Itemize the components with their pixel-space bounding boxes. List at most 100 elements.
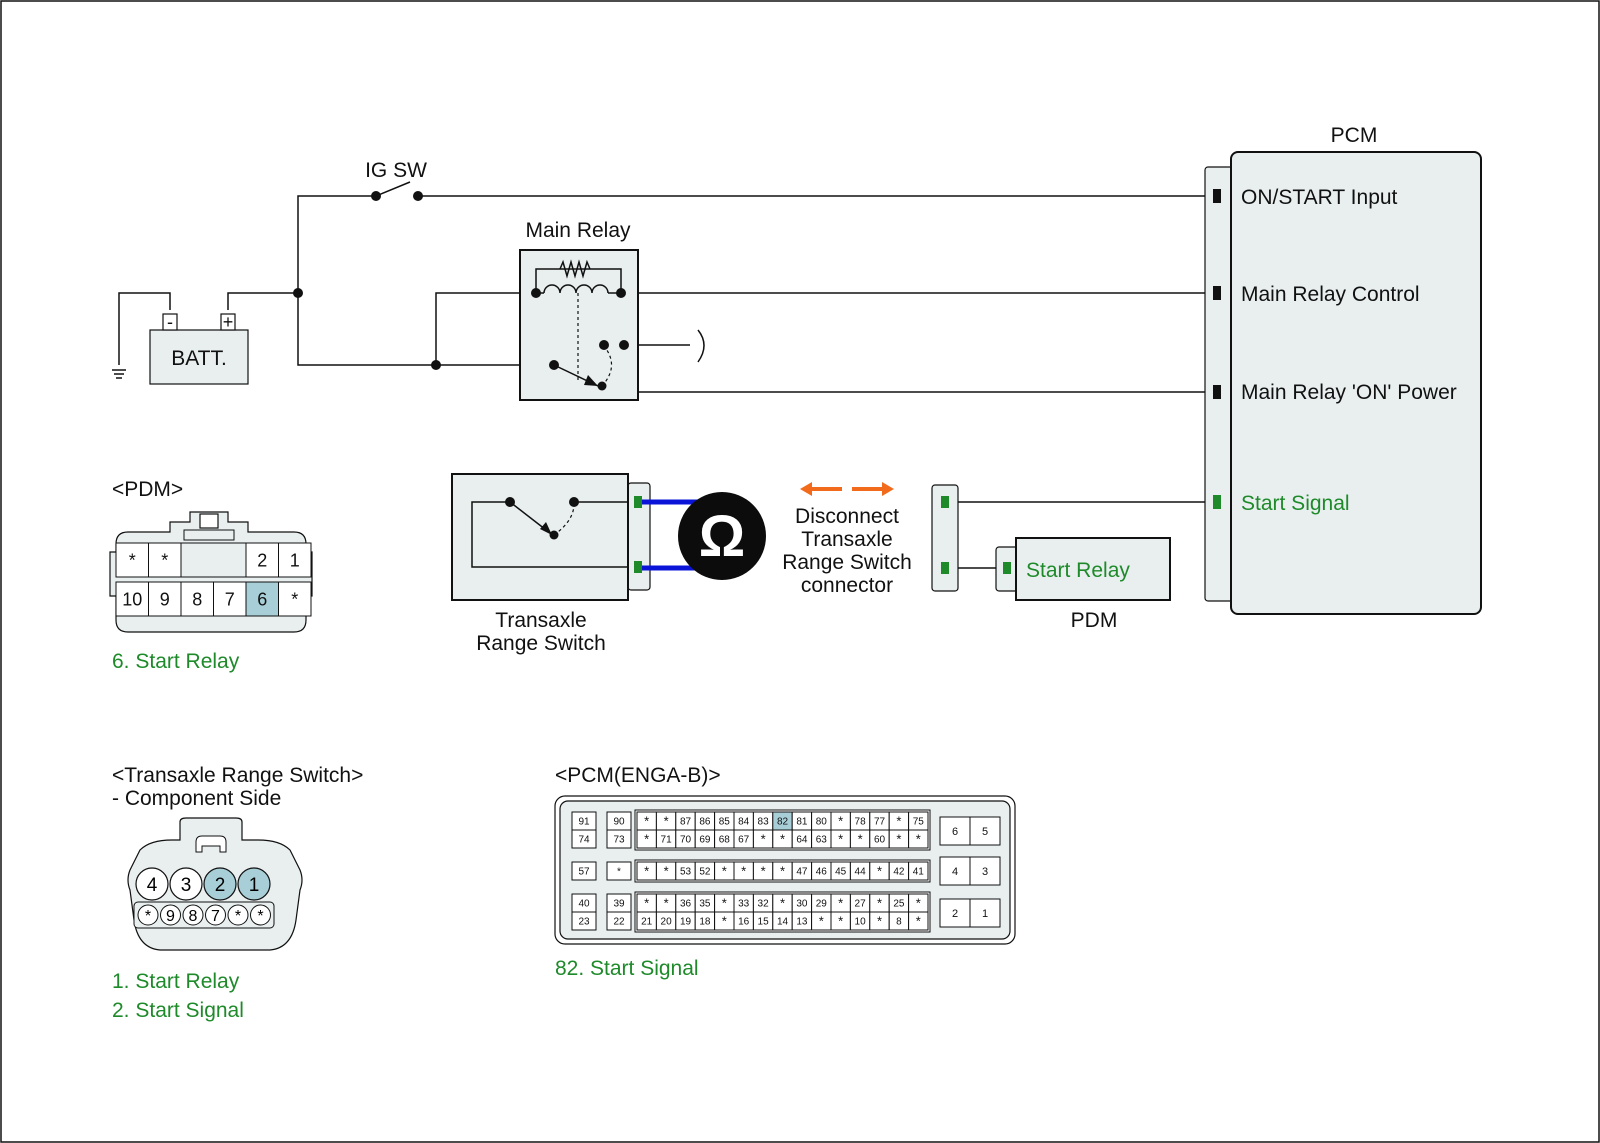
- relay-terminal: [619, 340, 629, 350]
- pcm-connector-title: <PCM(ENGA-B)>: [555, 764, 721, 787]
- connector-pin-number: *: [896, 814, 901, 829]
- connector-pin-number: 4: [147, 875, 158, 896]
- connector-pin-number: 82: [777, 817, 789, 828]
- connector-pin-number: 7: [225, 589, 235, 609]
- connector-pin-number: 90: [613, 817, 625, 828]
- ig-sw-label: IG SW: [365, 159, 427, 182]
- connector-pin-number: 1: [982, 908, 988, 920]
- connector-pin-number: *: [858, 832, 863, 847]
- connector-pin-cell: [571, 861, 597, 881]
- connector-pin-cell: [571, 829, 597, 849]
- connector-pin-number: 2: [257, 550, 267, 570]
- harness-pin: [941, 496, 949, 508]
- pcm-pin-label: Main Relay Control: [1241, 283, 1420, 306]
- connector-pin-number: *: [257, 908, 263, 925]
- relay-terminal: [597, 381, 607, 391]
- connector-pin-cell: [115, 581, 149, 617]
- harness-connector: [931, 484, 959, 592]
- junction-dot: [431, 360, 441, 370]
- relay-terminal: [531, 288, 541, 298]
- connector-pin-number: 7: [211, 908, 220, 925]
- connector-pin-cell: [250, 904, 271, 926]
- connector-pin-cell: [115, 542, 149, 578]
- transaxle-range-switch: Transaxle Range Switch: [451, 473, 651, 655]
- connector-pin-number: 33: [738, 899, 750, 910]
- ohm-symbol: Ω: [699, 504, 746, 569]
- pcm-module: PCM ON/START Input Main Relay Control Ma…: [1204, 124, 1482, 615]
- connector-pin-number: 86: [699, 817, 711, 828]
- connector-pin-number: 87: [680, 817, 692, 828]
- harness-connector-strip: [931, 484, 959, 592]
- connector-pin-cell: [169, 867, 203, 901]
- pdm-connector-center-block: [180, 542, 247, 578]
- connector-pin-number: 27: [855, 899, 867, 910]
- connector-pin-cell: [135, 867, 169, 901]
- connector-pin-number: *: [838, 896, 843, 911]
- connector-pin-cell: [571, 911, 597, 931]
- pdm-module: Start Relay PDM: [995, 537, 1171, 632]
- connector-pin-cell: [908, 861, 929, 881]
- connector-pin-cell: [606, 861, 632, 881]
- connector-pin-number: 16: [738, 917, 750, 928]
- connector-pin-number: *: [664, 814, 669, 829]
- connector-pin-cell: [606, 829, 632, 849]
- main-relay-body: [519, 249, 639, 401]
- connector-pin-cell: [213, 581, 247, 617]
- connector-pin-number: *: [916, 832, 921, 847]
- connector-pin-number: 45: [835, 867, 847, 878]
- battery: - + BATT.: [112, 312, 249, 385]
- connector-pin-number: 77: [874, 817, 886, 828]
- trs-connector-note: 1. Start Relay: [112, 970, 240, 993]
- connector-pin-number: 41: [913, 867, 925, 878]
- connector-pin-number: 6: [257, 589, 267, 609]
- connector-pin-cell: [245, 542, 279, 578]
- ig-sw-contact-left: [371, 191, 381, 201]
- connector-pin-number: *: [644, 814, 649, 829]
- battery-label: BATT.: [171, 347, 227, 370]
- connector-pin-number: 10: [122, 589, 142, 609]
- ignition-switch: IG SW: [365, 159, 427, 201]
- connector-pin-number: 68: [719, 835, 731, 846]
- wire-to-relay-coil: [435, 292, 536, 365]
- battery-positive-terminal: [220, 313, 236, 331]
- connector-pin-number: 32: [758, 899, 770, 910]
- connector-pin-number: 35: [699, 899, 711, 910]
- connector-pin-number: 46: [816, 867, 828, 878]
- trs-terminal: [569, 497, 579, 507]
- pdm-label: PDM: [1071, 609, 1118, 632]
- connector-pin-cell: [137, 904, 159, 926]
- connector-pin-number: 8: [192, 589, 202, 609]
- connector-pin-cell: [203, 867, 237, 901]
- connector-pin-number: 22: [613, 917, 625, 928]
- connector-pin-cell: [245, 581, 279, 617]
- battery-positive-sign: +: [223, 312, 234, 332]
- harness-pin: [941, 562, 949, 574]
- connector-pin-number: 40: [578, 899, 590, 910]
- wire-junction-down: [297, 293, 436, 366]
- connector-pin-number: *: [838, 814, 843, 829]
- trs-label-line1: Transaxle: [495, 609, 586, 632]
- pdm-connector-latch: [199, 513, 219, 529]
- wire-continues: [697, 329, 705, 363]
- connector-pin-number: *: [838, 914, 843, 929]
- connector-pin-number: 44: [855, 867, 867, 878]
- connector-pin-number: 29: [816, 899, 828, 910]
- connector-pin-cell: [205, 904, 226, 926]
- relay-arrow-icon: [584, 375, 598, 386]
- wire-batt-negative: [118, 292, 171, 365]
- connector-pin-number: 23: [578, 917, 590, 928]
- connector-pin-number: 19: [680, 917, 692, 928]
- connector-pin-cell: [180, 581, 214, 617]
- connector-pin-number: *: [838, 832, 843, 847]
- start-relay-label: Start Relay: [1026, 559, 1130, 582]
- connector-pin-number: 9: [166, 908, 175, 925]
- battery-body: [149, 329, 249, 385]
- connector-pin-number: 83: [758, 817, 770, 828]
- connector-pin-number: *: [877, 896, 882, 911]
- connector-pin-number: 75: [913, 817, 925, 828]
- connector-pin-number: 69: [699, 835, 711, 846]
- pcm-pin: [1213, 495, 1221, 509]
- connector-pin-number: *: [664, 864, 669, 879]
